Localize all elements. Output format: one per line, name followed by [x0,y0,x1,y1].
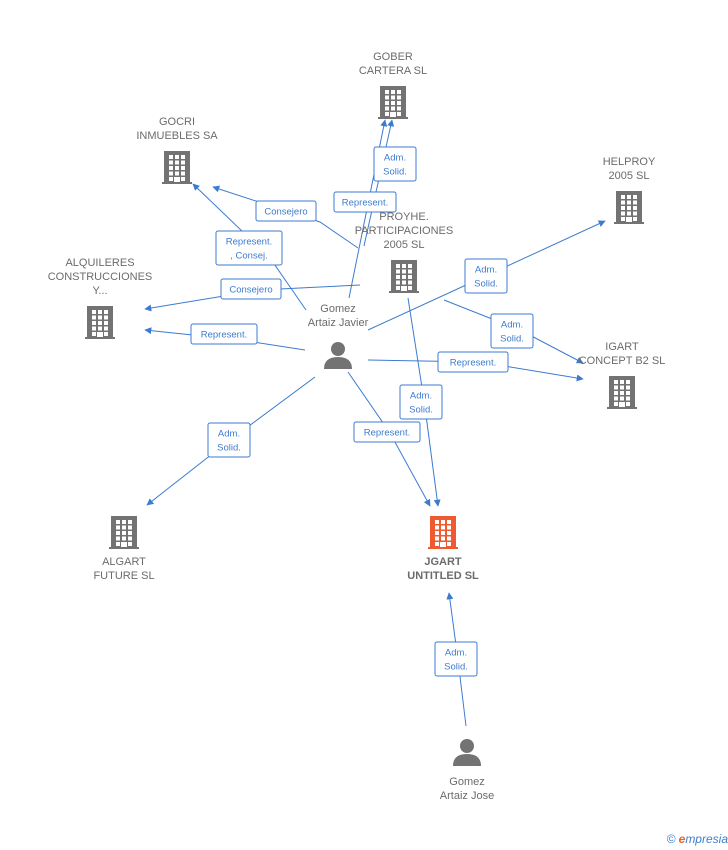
node-label: PROYHE. [379,211,429,223]
edge-labels-layer: Adm.Solid.Represent.ConsejeroRepresent.,… [190,146,534,677]
building-icon [162,151,192,184]
edge-label-box [255,200,317,222]
node-label: GOCRI [159,116,195,128]
edge-label-adm-igart[interactable]: Adm. Solid. [490,313,534,349]
node-alquileres[interactable]: ALQUILERES CONSTRUCCIONES Y... [48,257,153,339]
edge-label-repcons-gocri[interactable]: Represent. , Consej. [215,230,283,266]
node-gober[interactable]: GOBER CARTERA SL [359,51,427,119]
edge-label-box [464,258,508,294]
nodes-layer: GOBER CARTERA SL GOCRI INMUEBLES SA HELPROY 2… [48,51,666,802]
node-label: ALQUILERES [65,257,134,269]
building-icon [428,516,458,549]
building-icon [389,260,419,293]
edge-label-rep-igart[interactable]: Represent. [437,351,509,373]
node-label: ALGART [102,556,146,568]
node-label: IGART [605,341,639,353]
edge-label-text: Adm. [475,265,497,276]
edge-label-text: , Consej. [230,251,268,262]
edge-label-box [437,351,509,373]
edge-label-adm-jose[interactable]: Adm. Solid. [434,641,478,677]
node-label: PARTICIPACIONES [355,225,453,237]
edge-label-box [207,422,251,458]
node-label: GOBER [373,51,413,63]
building-icon [614,191,644,224]
edge-label-box [399,384,443,420]
node-label: CONCEPT B2 SL [579,355,666,367]
edge-proyhe-gober-rep [363,119,395,247]
node-label: FUTURE SL [93,570,154,582]
edge-label-cons-alq[interactable]: Consejero [220,278,282,300]
person-icon [453,739,481,766]
node-igart[interactable]: IGART CONCEPT B2 SL [579,341,666,409]
building-icon [85,306,115,339]
edge-label-text: Adm. [410,391,432,402]
edge-label-adm-algart[interactable]: Adm. Solid. [207,422,251,458]
node-label: Gomez [449,776,484,788]
node-proyhe[interactable]: PROYHE. PARTICIPACIONES 2005 SL [355,211,453,293]
edge-label-cons-gocri[interactable]: Consejero [255,200,317,222]
edge-label-box [215,230,283,266]
edge-label-text: Solid. [500,334,524,345]
edge-label-box [353,421,421,443]
edge-label-text: Adm. [384,153,406,164]
edge-label-text: Solid. [217,443,241,454]
node-helproy[interactable]: HELPROY 2005 SL [603,156,656,224]
footer-brand[interactable]: ©empresia [667,832,728,846]
node-label: CARTERA SL [359,65,427,77]
edge-label-rep-jgart[interactable]: Represent. [353,421,421,443]
edge-label-text: Represent. [201,330,247,341]
edge-label-text: Solid. [474,279,498,290]
node-label: JGART [424,556,462,568]
edge-label-box [490,313,534,349]
node-label: CONSTRUCCIONES [48,271,153,283]
copyright-symbol: © [666,832,676,846]
edge-label-box [434,641,478,677]
building-icon [109,516,139,549]
edge-label-box [373,146,417,182]
edge-label-box [220,278,282,300]
edge-label-text: Adm. [445,648,467,659]
edge-label-text: Represent. [226,237,272,248]
edge-label-box [333,191,397,213]
building-icon [607,376,637,409]
node-label: Y... [92,285,107,297]
node-algart[interactable]: ALGART FUTURE SL [93,516,155,582]
edge-label-rep-gober[interactable]: Represent. [333,191,397,213]
edge-label-box [190,323,258,345]
edge-label-text: Solid. [444,662,468,673]
edge-label-text: Consejero [264,207,307,218]
node-label: Artaiz Jose [440,790,494,802]
node-gocri[interactable]: GOCRI INMUEBLES SA [136,116,218,184]
edge-label-text: Represent. [364,428,410,439]
edge-label-text: Adm. [501,320,523,331]
node-label: UNTITLED SL [407,570,479,582]
brand-initial: e [678,832,686,846]
node-label: 2005 SL [609,170,650,182]
edge-label-text: Adm. [218,429,240,440]
edge-label-text: Represent. [342,198,388,209]
node-label: HELPROY [603,156,656,168]
person-icon [324,342,352,369]
brand-name: mpresia [685,832,728,846]
node-label: INMUEBLES SA [136,130,218,142]
edge-label-adm-helproy[interactable]: Adm. Solid. [464,258,508,294]
edge-proyhe-gocri-cons [212,185,359,249]
edge-label-text: Solid. [409,405,433,416]
node-label: Artaiz Javier [308,317,369,329]
edge-label-rep-alq[interactable]: Represent. [190,323,258,345]
building-icon [378,86,408,119]
edge-label-text: Represent. [450,358,496,369]
edge-label-text: Consejero [229,285,272,296]
edge-label-adm-jgart-proyhe[interactable]: Adm. Solid. [399,384,443,420]
node-jgart[interactable]: JGART UNTITLED SL [407,516,479,582]
node-label: Gomez [320,303,355,315]
node-label: 2005 SL [384,239,425,251]
edge-label-adm-gober[interactable]: Adm. Solid. [373,146,417,182]
edge-label-text: Solid. [383,167,407,178]
